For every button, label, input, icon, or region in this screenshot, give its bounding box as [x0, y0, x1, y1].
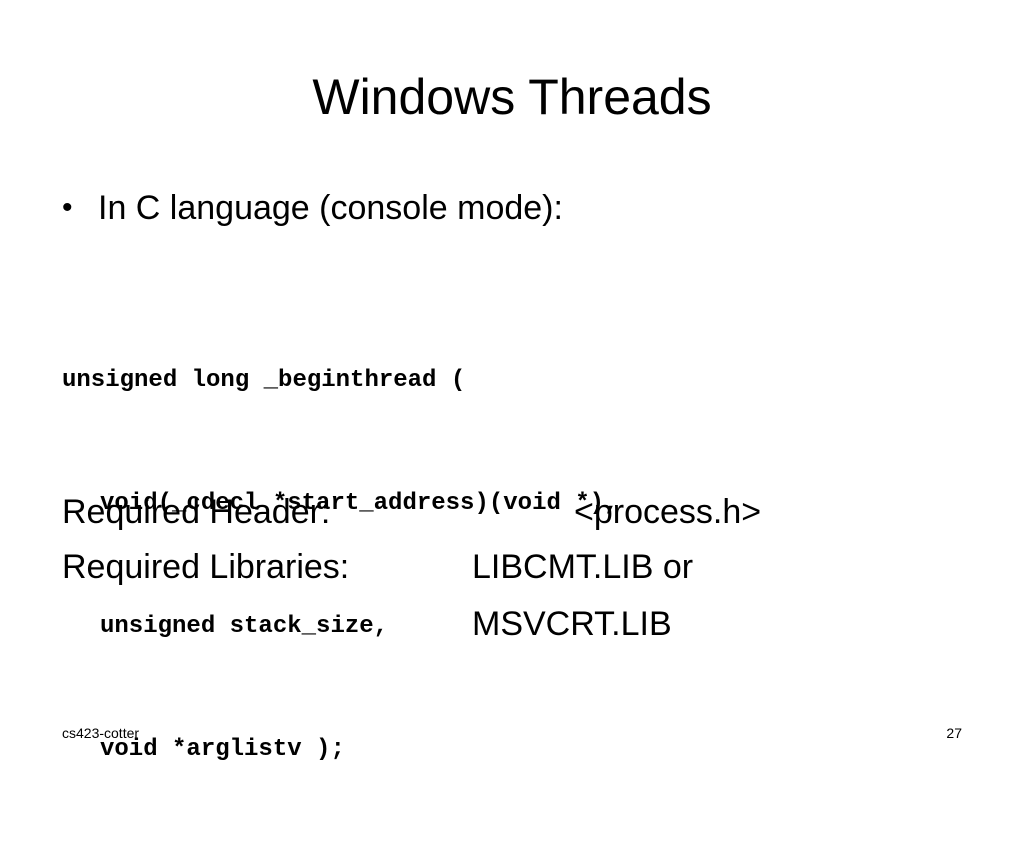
- slide-title: Windows Threads: [312, 69, 712, 125]
- code-line: void(_cdecl *start_address)(void *),: [100, 490, 619, 517]
- code-line: void *arglistv );: [100, 736, 345, 763]
- required-libraries-label: Required Libraries:: [62, 548, 350, 586]
- footer-course: cs423-cotter: [62, 725, 140, 741]
- footer-page-number: 27: [946, 725, 962, 741]
- required-libraries-value-2: MSVCRT.LIB: [472, 605, 672, 643]
- bullet-icon: •: [62, 191, 73, 224]
- code-line: unsigned stack_size,: [100, 613, 389, 640]
- required-libraries-value-1: LIBCMT.LIB or: [472, 548, 694, 586]
- code-line: unsigned long _beginthread (: [62, 367, 466, 394]
- slide: Windows Threads • In C language (console…: [62, 69, 962, 763]
- required-header-label: Required Header:: [62, 493, 331, 531]
- required-header-value: <process.h>: [574, 493, 762, 531]
- code-block: unsigned long _beginthread ( void(_cdecl…: [62, 278, 618, 852]
- bullet-text: In C language (console mode):: [98, 188, 563, 227]
- bullet-item: • In C language (console mode):: [62, 184, 563, 232]
